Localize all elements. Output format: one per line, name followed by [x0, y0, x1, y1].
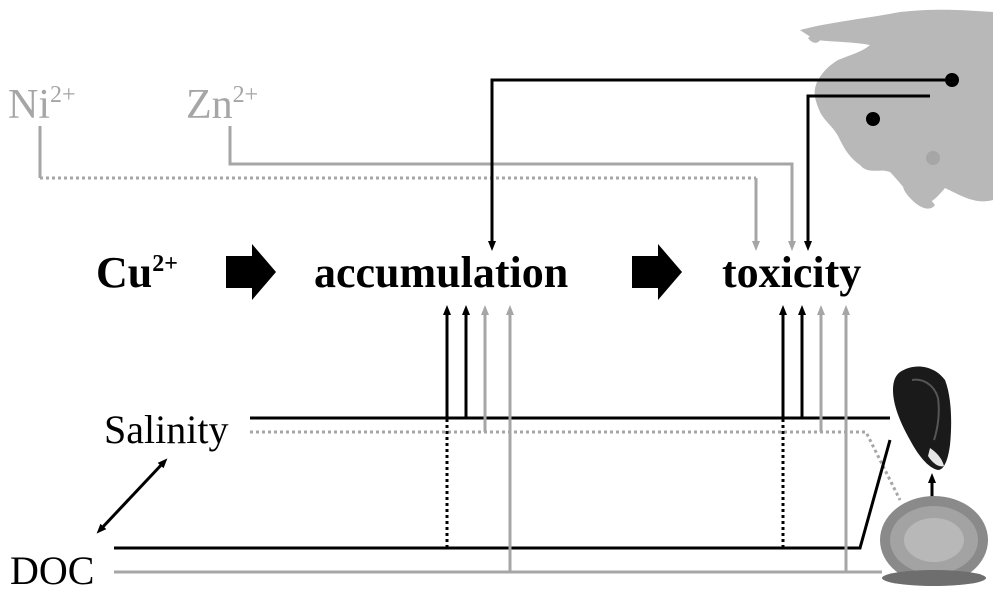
- doc-line-black: [114, 439, 892, 550]
- salinity-doc-interaction-arrow: [96, 458, 168, 534]
- ni-label: Ni2+: [8, 82, 76, 128]
- flow-arrow-icon: [226, 244, 276, 300]
- flow-arrow-icon: [632, 244, 682, 300]
- salinity-line-grey: [250, 430, 902, 501]
- map-to-accumulation-arrow: [488, 78, 945, 251]
- map-site-marker: [866, 112, 880, 126]
- map-to-toxicity-arrow: [804, 94, 930, 251]
- accumulation-label: accumulation: [314, 248, 568, 297]
- zn-label: Zn2+: [186, 82, 258, 128]
- toxicity-label: toxicity: [722, 248, 861, 297]
- map-site-marker: [926, 151, 940, 165]
- salinity-label: Salinity: [104, 407, 228, 452]
- zn-arrow: [228, 126, 796, 251]
- map-site-marker: [945, 73, 959, 87]
- mussel-icon: [893, 366, 952, 470]
- europe-map-icon: [800, 9, 993, 209]
- cu-label: Cu2+: [96, 248, 178, 297]
- oyster-shell-icon: [880, 496, 988, 586]
- doc-label: DOC: [10, 548, 94, 592]
